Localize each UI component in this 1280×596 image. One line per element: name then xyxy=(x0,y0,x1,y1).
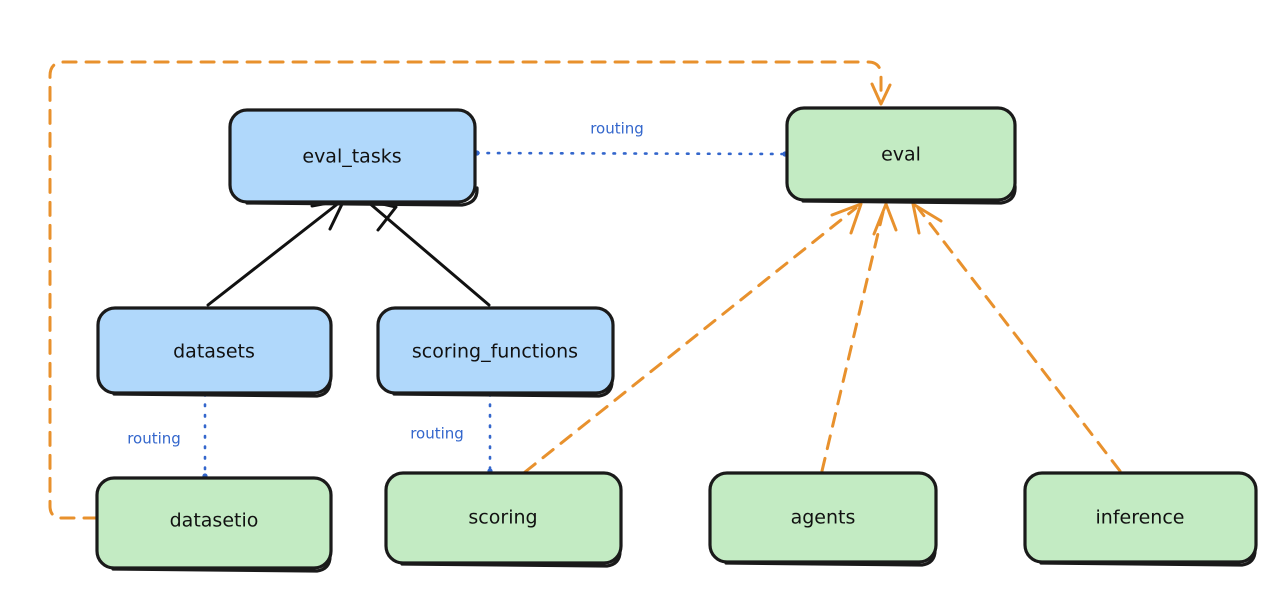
node-eval-tasks-label: eval_tasks xyxy=(302,146,401,168)
node-scoring[interactable]: scoring xyxy=(384,471,623,568)
edge-scoring-to-eval xyxy=(523,202,863,474)
node-scoring-label: scoring xyxy=(468,507,537,529)
edge-labels-layer: routing routing routing xyxy=(127,120,644,448)
node-datasets[interactable]: datasets xyxy=(96,306,333,398)
edge-label-routing-datasets: routing xyxy=(127,430,181,448)
arrowhead-agents-eval xyxy=(872,202,898,236)
node-datasetio-label: datasetio xyxy=(170,510,259,532)
edge-label-routing-eval-tasks: routing xyxy=(590,120,644,138)
node-eval[interactable]: eval xyxy=(785,106,1017,205)
edge-inference-to-eval xyxy=(911,202,1122,473)
node-scoring-functions-shape xyxy=(376,306,615,395)
edge-agents-to-eval xyxy=(820,202,898,473)
node-eval-tasks[interactable]: eval_tasks xyxy=(228,108,479,207)
node-inference-label: inference xyxy=(1096,507,1185,529)
edge-datasets-to-datasetio xyxy=(202,391,208,479)
edge-datasetio-to-eval xyxy=(48,60,892,520)
node-eval-tasks-shape xyxy=(228,108,477,204)
node-eval-shape xyxy=(785,106,1017,202)
edge-label-routing-scoring-functions: routing xyxy=(410,425,464,443)
node-eval-label: eval xyxy=(881,144,921,166)
arrowhead-datasetio-eval xyxy=(870,82,892,106)
arrowhead-scoring-eval xyxy=(830,202,863,235)
edge-scoring-functions-to-eval-tasks xyxy=(362,198,491,307)
node-datasetio-shape xyxy=(95,476,333,570)
node-agents-label: agents xyxy=(791,507,856,529)
node-datasetio[interactable]: datasetio xyxy=(95,476,333,573)
edge-scoring-functions-to-scoring xyxy=(487,391,493,474)
node-agents-shape xyxy=(708,471,938,564)
node-datasets-label: datasets xyxy=(173,341,255,363)
node-inference[interactable]: inference xyxy=(1023,471,1258,567)
edge-datasets-to-eval-tasks xyxy=(206,198,346,307)
nodes-layer: eval_tasks eval datasets scoring_functio… xyxy=(95,106,1258,573)
node-scoring-shape xyxy=(384,471,623,565)
arrowhead-inference-eval xyxy=(911,202,943,235)
edge-eval-tasks-to-eval xyxy=(474,150,788,157)
node-datasets-shape xyxy=(96,306,333,395)
node-scoring-functions[interactable]: scoring_functions xyxy=(376,306,615,398)
node-inference-shape xyxy=(1023,471,1258,564)
node-scoring-functions-label: scoring_functions xyxy=(412,341,578,363)
node-agents[interactable]: agents xyxy=(708,471,938,567)
